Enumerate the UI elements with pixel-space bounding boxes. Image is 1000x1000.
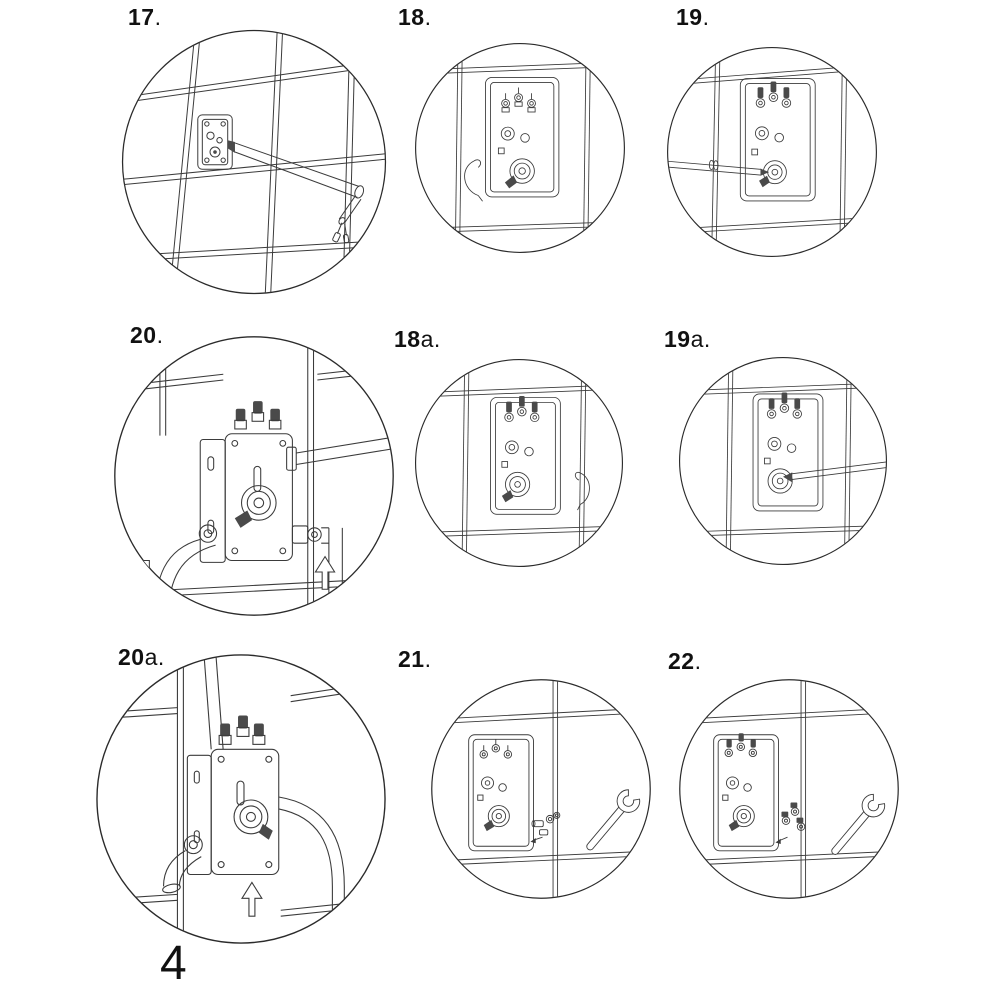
valve-recess [490,396,561,515]
illustration-step-18 [415,43,625,253]
illustration-step-22 [679,679,899,899]
step-number: 18 [394,326,421,352]
illustration-step-20a [96,654,386,944]
illustration-step-21 [431,679,651,899]
illustration-step-20 [114,336,394,616]
illustration-step-19a [678,356,888,566]
step-label-21: 21. [398,646,431,673]
valve-body [186,715,280,876]
valve-recess [739,78,816,202]
wrench-icon [831,793,886,855]
arrow-left-icon [775,836,788,844]
valve-body [199,401,293,563]
step-number: 22 [668,648,695,674]
valve-recess [468,734,534,852]
step-suffix: . [156,322,164,348]
page-number: 4 [160,937,187,990]
step-number: 21 [398,646,425,672]
wrench-icon [586,789,641,851]
valve-body [764,392,802,494]
hook-tool [464,159,483,202]
fitting-parts [531,811,561,836]
step-label-17: 17. [128,4,161,31]
step-number: 18 [398,4,425,30]
valve-body [501,395,540,503]
illustration-step-19 [667,47,877,257]
step-number: 20 [118,644,145,670]
outlet-pipe-left [162,835,203,894]
illustration-step-17 [121,29,387,295]
valve-body [751,81,792,188]
step-label-20: 20. [130,322,163,349]
arrow-up-icon [314,555,336,590]
step-suffix: . [424,646,432,672]
step-suffix: . [694,648,702,674]
step-number: 17 [128,4,155,30]
valve-body [722,733,758,832]
socket-tool [227,140,365,244]
arrow-down-icon [349,885,376,924]
valve-recess [752,393,824,512]
step-suffix: . [702,4,710,30]
step-number: 20 [130,322,157,348]
step-label-18: 18. [398,4,431,31]
step-label-18a: 18a. [394,326,441,353]
step-suffix: . [154,4,162,30]
valve-recess [485,77,560,198]
step-suffix: . [424,4,432,30]
arrow-up-icon [241,881,263,917]
rod-tool [783,460,887,483]
valve-body [497,87,536,189]
step-suffix: a. [144,644,165,670]
illustration-step-18a [414,358,624,568]
step-label-19a: 19a. [664,326,711,353]
hook-tool [574,471,590,511]
rod-tool [667,159,770,176]
step-label-20a: 20a. [118,644,165,671]
step-suffix: a. [690,326,711,352]
arrow-left-icon [530,836,543,844]
supply-pipe-top [286,435,394,471]
step-number: 19 [676,4,703,30]
step-label-19: 19. [676,4,709,31]
valve-recess [713,734,779,852]
step-label-22: 22. [668,648,701,675]
valve-body [477,739,513,832]
step-number: 19 [664,326,691,352]
step-suffix: a. [420,326,441,352]
grip-parts [781,802,806,831]
